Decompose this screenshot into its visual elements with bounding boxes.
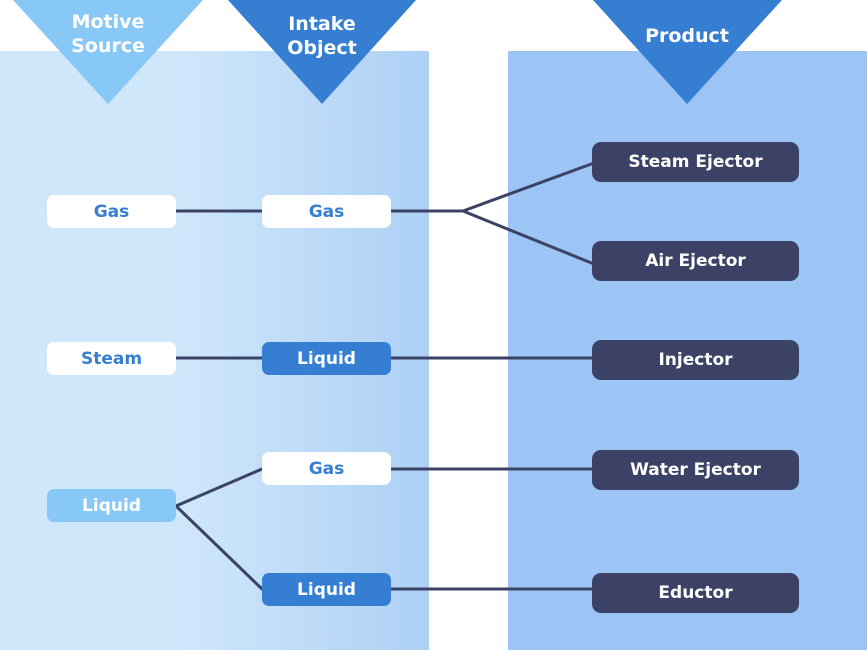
motive-source-header-line1: Motive — [71, 11, 145, 33]
motive-source-liquid-node[interactable]: Liquid — [47, 489, 176, 522]
intake-object-gas-node[interactable]: Gas — [262, 452, 391, 485]
product-header: Product — [645, 25, 729, 47]
header-triangles — [13, 0, 782, 104]
motive-source-header-line2: Source — [71, 35, 145, 57]
motive-source-steam-node[interactable]: Steam — [47, 342, 176, 375]
motive-source-header: Motive Source — [28, 10, 188, 58]
product-air-ejector-node[interactable]: Air Ejector — [592, 241, 799, 281]
motive-source-header-triangle — [13, 0, 203, 104]
product-steam-ejector-node[interactable]: Steam Ejector — [592, 142, 799, 182]
product-eductor-node[interactable]: Eductor — [592, 573, 799, 613]
intake-object-header-line1: Intake — [288, 13, 356, 35]
intake-object-liquid-node[interactable]: Liquid — [262, 342, 391, 375]
intake-object-header: Intake Object — [242, 12, 402, 60]
product-injector-node[interactable]: Injector — [592, 340, 799, 380]
intake-object-gas-node[interactable]: Gas — [262, 195, 391, 228]
product-header-triangle — [593, 0, 782, 104]
intake-object-header-triangle — [228, 0, 416, 104]
intake-object-liquid-node[interactable]: Liquid — [262, 573, 391, 606]
intake-object-header-line2: Object — [287, 37, 357, 59]
product-water-ejector-node[interactable]: Water Ejector — [592, 450, 799, 490]
motive-source-gas-node[interactable]: Gas — [47, 195, 176, 228]
